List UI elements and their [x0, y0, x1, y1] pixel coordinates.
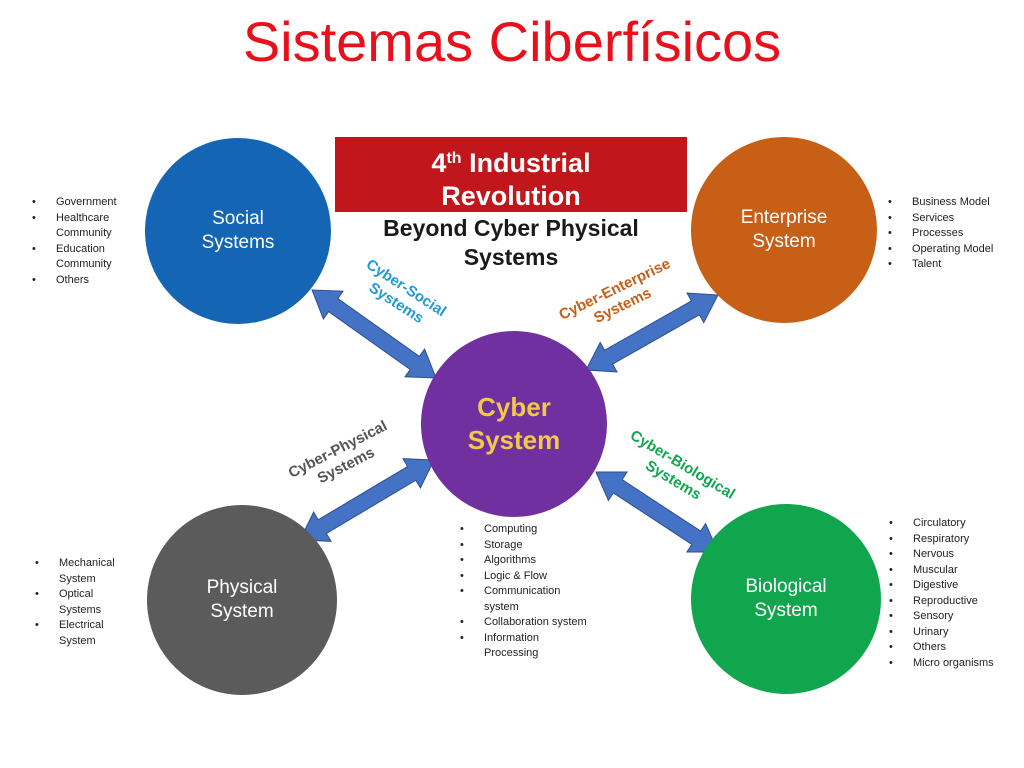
banner-number: 4 [431, 148, 447, 178]
list-item: Community [56, 227, 112, 239]
list-item: Electrical [33, 618, 115, 634]
list-item: Information [458, 631, 587, 647]
list-item: Community [56, 258, 112, 270]
list-item: Business Model [886, 195, 993, 211]
list-item: Talent [886, 257, 993, 273]
enterprise-system-list: Business ModelServicesProcessesOperating… [886, 195, 993, 273]
node-physical-system: Physical System [147, 505, 337, 695]
node-cyber-system: Cyber System [421, 331, 607, 517]
list-item: Communication [458, 584, 587, 600]
list-item: Government [30, 195, 117, 211]
banner-industrial: Industrial [461, 148, 591, 178]
list-item: Respiratory [887, 532, 994, 548]
page-title: Sistemas Ciberfísicos [242, 10, 782, 73]
subtitle-line-1: Beyond Cyber Physical [383, 215, 639, 241]
cyber-system-list: ComputingStorageAlgorithmsLogic & FlowCo… [458, 522, 587, 662]
list-item: Reproductive [887, 594, 994, 610]
list-item: Algorithms [458, 553, 587, 569]
list-item: Others [30, 273, 117, 289]
list-item: Systems [59, 603, 102, 616]
node-biological-line-2: System [754, 600, 818, 621]
node-enterprise-system: Enterprise System [691, 137, 877, 323]
banner-line-2: Revolution [441, 181, 581, 211]
list-item: Others [887, 640, 994, 656]
industrial-revolution-banner: 4th Industrial Revolution [335, 137, 687, 212]
list-item: Operating Model [886, 242, 993, 258]
list-item: Logic & Flow [458, 569, 587, 585]
subtitle-line-2: Systems [463, 244, 559, 270]
list-item: Optical [33, 587, 115, 603]
node-biological-line-1: Biological [745, 576, 827, 597]
biological-system-list: CirculatoryRespiratoryNervousMuscularDig… [887, 516, 994, 671]
list-item: System [59, 572, 96, 585]
list-item: Services [886, 211, 993, 227]
list-item: Micro organisms [887, 656, 994, 672]
node-cyber-line-2: System [467, 425, 561, 455]
node-social-line-2: Systems [201, 232, 275, 253]
list-item: Computing [458, 522, 587, 538]
list-item: Nervous [887, 547, 994, 563]
banner-ordinal: th [446, 150, 462, 167]
list-item: Mechanical [33, 556, 115, 572]
node-cyber-line-1: Cyber [477, 392, 551, 422]
list-item: Collaboration system [458, 615, 587, 631]
node-biological-system: Biological System [691, 504, 881, 694]
banner-line-1: 4th Industrial [335, 142, 687, 180]
node-physical-line-2: System [210, 601, 274, 622]
list-item: system [484, 600, 519, 613]
list-item: Processing [484, 647, 539, 659]
list-item: Storage [458, 538, 587, 554]
list-item: Sensory [887, 609, 994, 625]
list-item: Processes [886, 226, 993, 242]
node-enterprise-line-2: System [752, 231, 816, 252]
list-item: System [59, 634, 96, 647]
list-item: Healthcare [30, 211, 117, 227]
list-item: Digestive [887, 578, 994, 594]
node-physical-line-1: Physical [206, 577, 278, 598]
list-item: Urinary [887, 625, 994, 641]
list-item: Education [30, 242, 117, 258]
social-systems-list: GovernmentHealthcareCommunityEducationCo… [30, 195, 117, 288]
list-item: Muscular [887, 563, 994, 579]
node-social-line-1: Social [212, 208, 264, 229]
node-social-systems: Social Systems [145, 138, 331, 324]
physical-system-list: MechanicalSystemOpticalSystemsElectrical… [33, 556, 115, 649]
node-enterprise-line-1: Enterprise [740, 207, 828, 228]
list-item: Circulatory [887, 516, 994, 532]
subtitle: Beyond Cyber Physical Systems [335, 214, 687, 272]
